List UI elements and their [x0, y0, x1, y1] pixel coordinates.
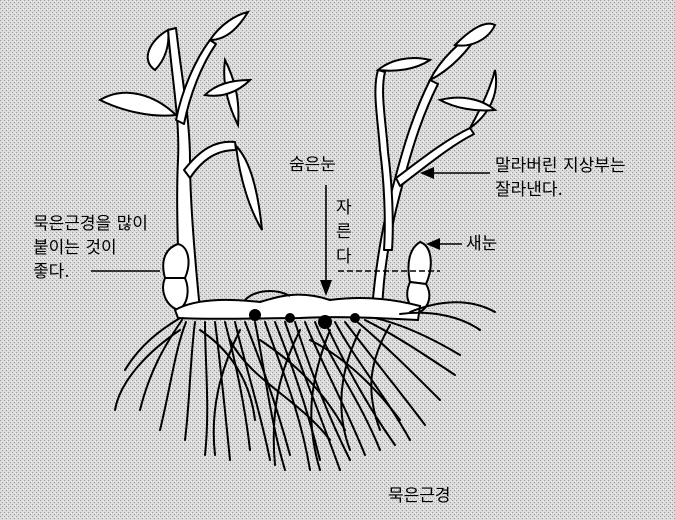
left-new-bud: [163, 244, 188, 310]
old-rhizome-label: 묵은근경: [388, 486, 451, 506]
cut-label-char-3: 다: [336, 247, 352, 267]
cut-label-char-2: 른: [336, 222, 352, 242]
right-new-bud: [407, 242, 431, 312]
dried-top-label-line1: 말라버린 지상부는: [495, 156, 626, 176]
hidden-bud-label: 숨은눈: [289, 155, 336, 175]
old-rhizome-note-line3: 좋다.: [33, 262, 70, 282]
old-rhizome-note-line1: 묵은근경을 많이: [33, 214, 148, 234]
old-rhizome-note-line2: 붙이는 것이: [33, 238, 117, 258]
new-bud-label: 새눈: [466, 234, 497, 254]
cut-label-char-1: 자: [336, 198, 352, 218]
dried-top-label-line2: 잘라낸다.: [495, 180, 563, 200]
